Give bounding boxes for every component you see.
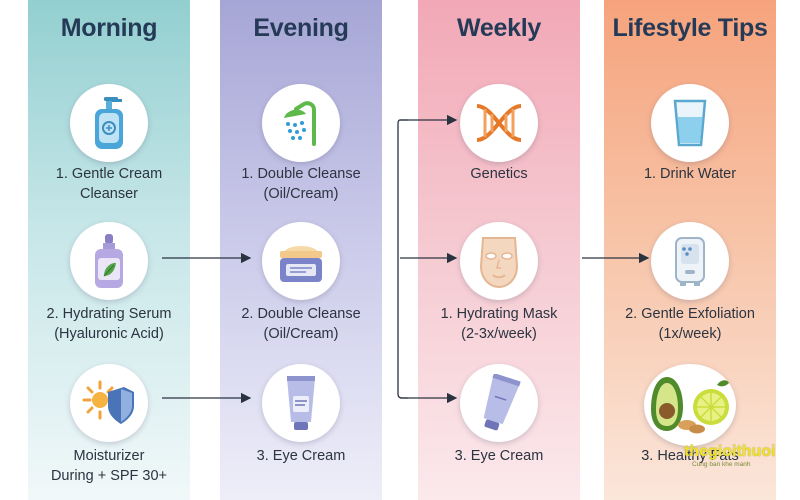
step-label: Moisturizer bbox=[73, 448, 145, 464]
sun-shield-icon bbox=[70, 364, 148, 442]
humidifier-icon bbox=[651, 222, 729, 300]
step-label: 2. Gentle Exfoliation bbox=[625, 306, 755, 322]
tube-icon bbox=[460, 364, 538, 442]
cream-jar-icon bbox=[262, 222, 340, 300]
column-evening: Evening 1. Double Cleanse (Oil/Cream) bbox=[220, 0, 382, 500]
tube-icon bbox=[262, 364, 340, 442]
pump-bottle-icon bbox=[70, 84, 148, 162]
column-lifestyle-tips: Lifestyle Tips 1. Drink Water bbox=[604, 0, 776, 500]
step-label-sub: During + SPF 30+ bbox=[50, 468, 168, 484]
column-title-lifestyle: Lifestyle Tips bbox=[612, 14, 768, 42]
watermark-subtitle: Cung ban khe manh bbox=[692, 461, 751, 468]
bracket-weekly bbox=[397, 119, 408, 399]
column-title-weekly: Weekly bbox=[457, 14, 541, 42]
step-label-sub: (Hyaluronic Acid) bbox=[54, 326, 164, 342]
step-label: 2. Double Cleanse bbox=[241, 306, 361, 322]
step-label: 1. Double Cleanse bbox=[241, 166, 361, 182]
column-title-morning: Morning bbox=[60, 14, 158, 42]
shower-icon bbox=[262, 84, 340, 162]
column-weekly: Weekly Genetics bbox=[418, 0, 580, 500]
serum-dropper-bottle-icon bbox=[70, 222, 148, 300]
column-title-evening: Evening bbox=[253, 14, 349, 42]
step-label: 1. Hydrating Mask bbox=[440, 306, 558, 322]
watermark-text: thegioithuoi bbox=[684, 443, 776, 460]
step-label-sub: (2-3x/week) bbox=[461, 326, 537, 342]
step-label-sub: (Oil/Cream) bbox=[263, 326, 339, 342]
step-label: 3. Healthy Fats bbox=[641, 448, 739, 464]
step-label: 1. Drink Water bbox=[643, 166, 737, 182]
dna-icon bbox=[460, 84, 538, 162]
column-morning: Morning 1. Gentle Cream Cleanser bbox=[28, 0, 190, 500]
water-glass-icon bbox=[651, 84, 729, 162]
step-label-sub: (Oil/Cream) bbox=[263, 186, 339, 202]
watermark-logo: thegioithuoi Cung ban khe manh bbox=[676, 437, 786, 473]
step-label: 3. Eye Cream bbox=[454, 448, 544, 464]
step-label: 3. Eye Cream bbox=[256, 448, 346, 464]
step-label: 1. Gentle Cream bbox=[55, 166, 163, 182]
avocado-lime-icon bbox=[644, 364, 736, 446]
step-label: 2. Hydrating Serum bbox=[46, 306, 172, 322]
step-label: Genetics bbox=[470, 166, 528, 182]
step-label-sub: (1x/week) bbox=[658, 326, 722, 342]
step-label-sub: Cleanser bbox=[79, 186, 139, 202]
face-mask-icon bbox=[460, 222, 538, 300]
